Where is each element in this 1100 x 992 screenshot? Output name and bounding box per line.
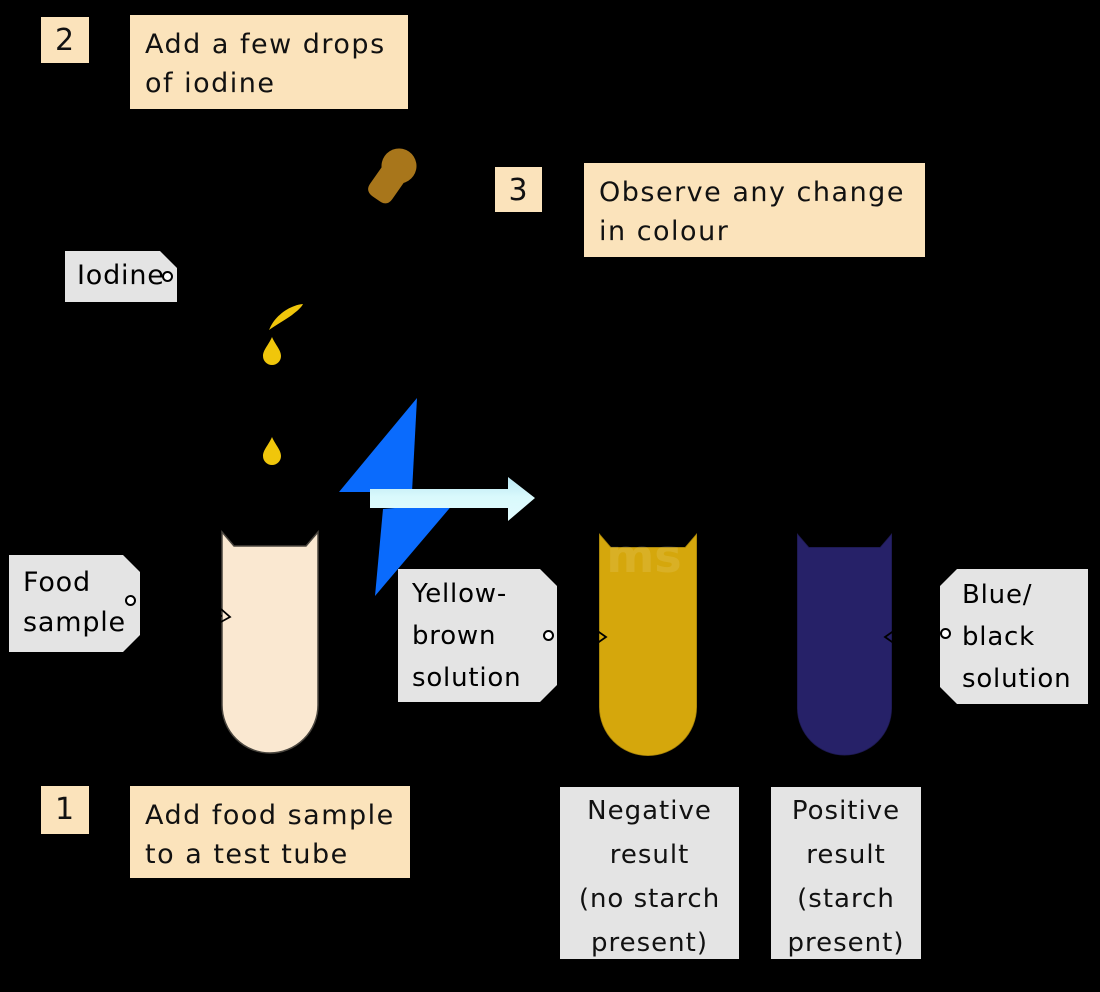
negative-result-line-3: (no starch <box>578 884 721 914</box>
food-sample-arrowhead-icon <box>218 608 232 624</box>
negative-result-line-4: present) <box>591 928 708 958</box>
step-1-box: Add food sample to a test tube <box>127 783 413 881</box>
food-sample-eyelet-icon <box>125 595 136 606</box>
blue-black-line-1: Blue/ <box>962 580 1033 610</box>
iodine-drop <box>263 437 281 465</box>
blue-black-line-2: black <box>962 622 1036 652</box>
reaction-arrow-icon <box>370 477 535 521</box>
step-3-line-1: Observe any change <box>599 177 905 208</box>
test-tube-positive-result <box>796 530 893 757</box>
positive-result-line-3: (starch <box>797 884 895 914</box>
step-3-box: Observe any change in colour <box>581 160 928 260</box>
blue-black-label: Blue/ black solution <box>940 569 1088 704</box>
positive-result-box: Positive result (starch present) <box>768 784 924 962</box>
test-tube-negative-result <box>598 530 698 757</box>
yellow-brown-line-3: solution <box>412 663 522 693</box>
step-2-number: 2 <box>38 14 92 66</box>
food-sample-line-2: sample <box>23 607 126 638</box>
blue-black-connector <box>891 635 945 638</box>
iodine-drop-streak <box>269 304 303 330</box>
step-1-line-2: to a test tube <box>145 839 349 870</box>
yellow-brown-eyelet-icon <box>543 630 554 641</box>
food-sample-line-1: Food <box>23 567 91 598</box>
test-tube-food-sample <box>221 529 319 754</box>
negative-result-line-1: Negative <box>587 796 712 826</box>
lightning-bolt-lower-icon <box>375 503 454 596</box>
iodine-tag-eyelet-icon <box>162 271 173 282</box>
dropper-bulb-icon <box>368 148 417 204</box>
blue-black-eyelet-icon <box>940 628 951 639</box>
negative-result-line-2: result <box>609 840 690 870</box>
step-1-line-1: Add food sample <box>145 800 395 831</box>
step-3-line-2: in colour <box>599 216 730 247</box>
dropper-bulb-neck <box>368 155 412 204</box>
food-sample-connector <box>135 601 223 617</box>
positive-result-line-4: present) <box>787 928 905 958</box>
blue-black-line-3: solution <box>962 664 1072 694</box>
step-2-line-2: of iodine <box>145 68 276 99</box>
step-2-box: Add a few drops of iodine <box>127 12 411 112</box>
blue-black-arrowhead-icon <box>883 629 896 645</box>
yellow-brown-line-1: Yellow- <box>412 579 508 609</box>
iodine-drop <box>263 337 281 365</box>
yellow-brown-label: Yellow- brown solution <box>398 569 557 702</box>
food-sample-label: Food sample <box>9 555 140 652</box>
iodine-label: Iodine <box>65 251 177 302</box>
step-1-number: 1 <box>38 783 92 837</box>
lightning-bolt-icon <box>339 398 417 492</box>
negative-result-box: Negative result (no starch present) <box>557 784 742 962</box>
yellow-brown-arrowhead-icon <box>595 629 608 645</box>
yellow-brown-line-2: brown <box>412 621 497 651</box>
step-3-number: 3 <box>492 164 545 215</box>
positive-result-line-1: Positive <box>791 796 901 826</box>
iodine-label-text: Iodine <box>77 260 165 291</box>
positive-result-line-2: result <box>806 840 886 870</box>
step-2-line-1: Add a few drops <box>145 29 386 60</box>
watermark: ms <box>606 529 681 583</box>
